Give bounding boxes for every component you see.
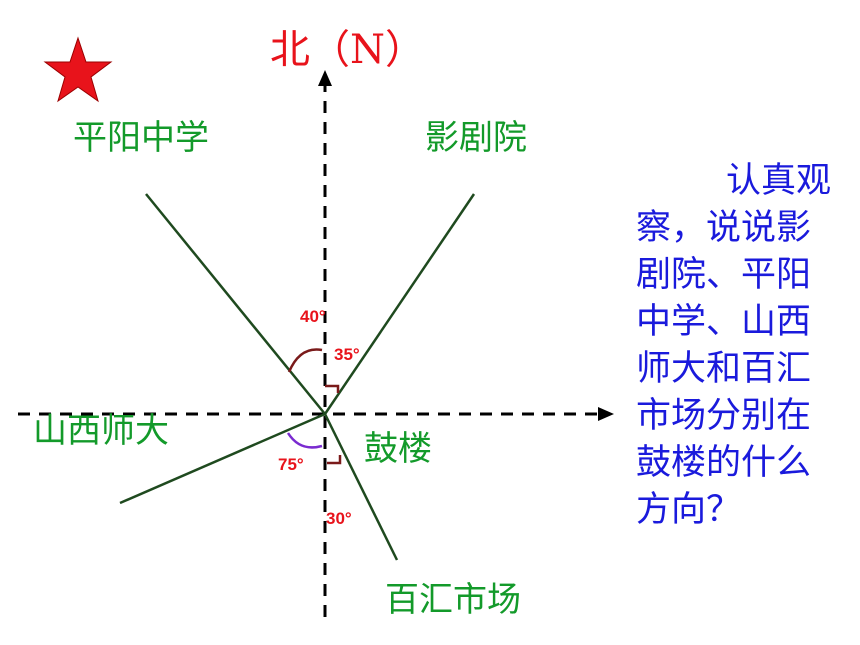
line-to-cinema [323, 193, 476, 415]
angle-mark-baihui [327, 455, 342, 465]
angle-label-shanxi: 75° [278, 455, 304, 474]
angle-mark-cinema [325, 384, 340, 393]
angle-arc-shanxi [286, 432, 323, 449]
north-arrow-icon [318, 70, 332, 86]
angle-label-cinema: 35° [334, 345, 360, 364]
place-pingyang-school: 平阳中学 [73, 118, 209, 158]
question-text: 认真观察，说说影剧院、平阳中学、山西师大和百汇市场分别在鼓楼的什么方向？ [636, 161, 832, 530]
line-to-shanxi-normal-univ [119, 412, 326, 505]
east-arrow-icon [598, 407, 614, 421]
angle-label-baihui: 30° [326, 509, 352, 528]
place-drum-tower: 鼓楼 [364, 429, 432, 469]
line-to-baihui-market [323, 413, 399, 561]
place-cinema: 影剧院 [425, 118, 527, 158]
angle-label-pingyang: 40° [300, 307, 326, 326]
place-baihui-market: 百汇市场 [385, 580, 521, 620]
star-icon [43, 36, 113, 103]
north-label: 北（N） [270, 27, 425, 73]
line-to-pingyang-school [145, 193, 326, 415]
place-shanxi-normal-univ: 山西师大 [33, 411, 169, 451]
angle-arc-pingyang [287, 348, 323, 373]
